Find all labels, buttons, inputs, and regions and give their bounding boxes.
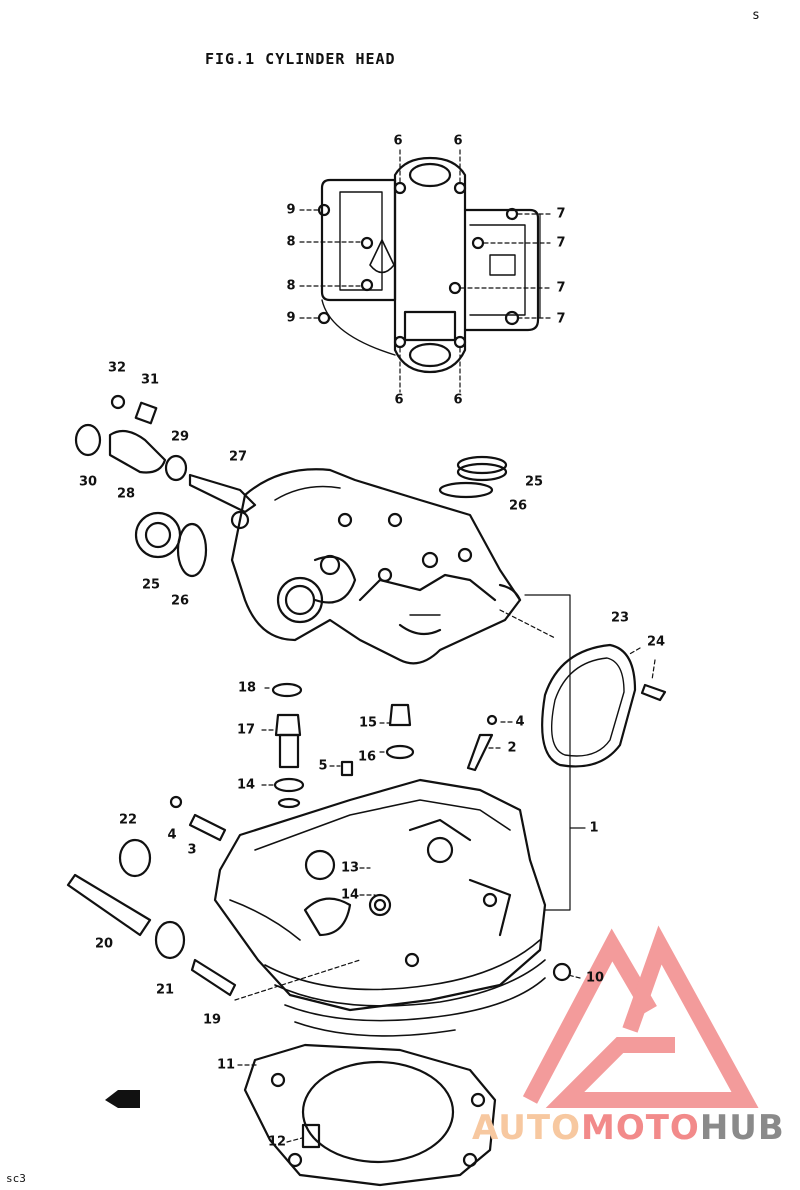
callout-19: 19: [202, 1012, 222, 1028]
callout-13: 13: [340, 860, 360, 876]
decompression-parts: [74, 394, 257, 530]
callout-6: 6: [393, 133, 403, 149]
callout-8: 8: [286, 278, 296, 294]
callout-22: 22: [118, 812, 138, 828]
callout-4: 4: [515, 714, 525, 730]
front-arrow-icon: [105, 1090, 140, 1108]
callout-16: 16: [357, 749, 377, 765]
callout-17: 17: [236, 722, 256, 738]
side-cover: [541, 643, 667, 768]
callout-8: 8: [286, 234, 296, 250]
callout-26: 26: [170, 593, 190, 609]
callout-14: 14: [236, 777, 256, 793]
plugs-and-washers: [66, 682, 572, 1149]
callout-1: 1: [589, 820, 599, 836]
callout-12: 12: [267, 1134, 287, 1150]
callout-9: 9: [286, 202, 296, 218]
watermark-moto: MOTO: [580, 1108, 700, 1148]
oil-filler-cap-left: [134, 511, 208, 578]
callout-23: 23: [610, 610, 630, 626]
figure-title: FIG.1 CYLINDER HEAD: [205, 50, 396, 68]
callout-2: 2: [507, 740, 517, 756]
callout-29: 29: [170, 429, 190, 445]
corner-mark-top: s: [752, 8, 760, 23]
head-cover-top-view: [317, 156, 540, 374]
callout-9: 9: [286, 310, 296, 326]
callout-5: 5: [318, 758, 328, 774]
callout-10: 10: [585, 970, 605, 986]
callout-11: 11: [216, 1057, 236, 1073]
callout-21: 21: [155, 982, 175, 998]
callout-31: 31: [140, 372, 160, 388]
callout-15: 15: [358, 715, 378, 731]
tappet-cap-right: [438, 455, 508, 499]
callout-26: 26: [508, 498, 528, 514]
cylinder-head: [213, 778, 547, 1037]
callout-4: 4: [167, 827, 177, 843]
callout-7: 7: [556, 280, 566, 296]
watermark-text: AUTOMOTOHUB: [472, 1108, 785, 1148]
callout-6: 6: [394, 392, 404, 408]
callout-3: 3: [187, 842, 197, 858]
callout-7: 7: [556, 311, 566, 327]
callout-30: 30: [78, 474, 98, 490]
callout-25: 25: [524, 474, 544, 490]
callout-24: 24: [646, 634, 666, 650]
cylinder-head-cover: [230, 468, 522, 665]
callout-20: 20: [94, 936, 114, 952]
callout-7: 7: [556, 235, 566, 251]
callout-28: 28: [116, 486, 136, 502]
callout-6: 6: [453, 133, 463, 149]
callout-7: 7: [556, 206, 566, 222]
callout-14: 14: [340, 887, 360, 903]
callout-32: 32: [107, 360, 127, 376]
watermark-auto: AUTO: [472, 1108, 581, 1148]
callout-25: 25: [141, 577, 161, 593]
callout-27: 27: [228, 449, 248, 465]
cylinder-head-gasket: [243, 1043, 497, 1187]
watermark-hub: HUB: [699, 1108, 785, 1148]
automotohub-logo-icon: [522, 925, 759, 1108]
callout-18: 18: [237, 680, 257, 696]
corner-mark-bottom: sc3: [6, 1172, 26, 1185]
callout-6: 6: [453, 392, 463, 408]
